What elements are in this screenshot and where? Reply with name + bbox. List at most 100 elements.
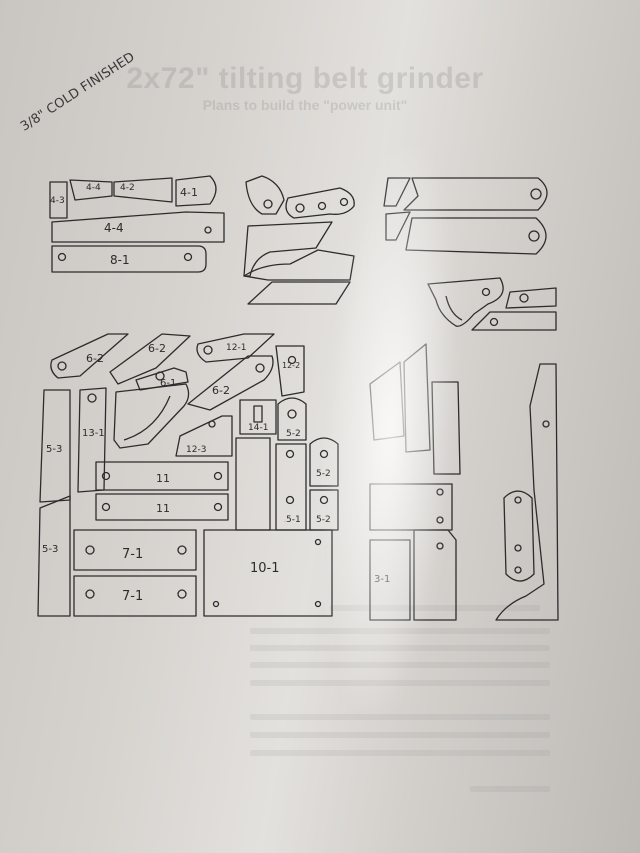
part-outline bbox=[37, 495, 71, 617]
hole bbox=[436, 488, 444, 496]
hole bbox=[285, 449, 295, 459]
hole bbox=[489, 317, 499, 327]
part-label: 4-1 bbox=[180, 186, 198, 199]
hole bbox=[528, 230, 540, 242]
part-outline bbox=[277, 397, 307, 441]
hole bbox=[436, 516, 444, 524]
faded-text-line bbox=[250, 750, 550, 756]
part-outline bbox=[253, 405, 263, 423]
part-label: 10-1 bbox=[250, 561, 280, 576]
hole bbox=[287, 355, 297, 365]
hole bbox=[519, 293, 529, 303]
hole bbox=[177, 545, 187, 555]
hole bbox=[514, 496, 522, 504]
part-label: 13-1 bbox=[82, 428, 105, 439]
part-label: 5-1 bbox=[286, 515, 301, 525]
hole bbox=[263, 199, 273, 209]
part-label: 12-2 bbox=[282, 361, 300, 370]
part-outline bbox=[405, 217, 547, 255]
hole bbox=[101, 502, 111, 512]
part-group-top-left bbox=[49, 175, 225, 273]
part-outline bbox=[113, 383, 190, 449]
hole bbox=[339, 197, 349, 207]
part-label: 5-2 bbox=[316, 469, 331, 479]
part-label: 4-2 bbox=[120, 183, 135, 193]
part-label: 5-2 bbox=[316, 515, 331, 525]
part-outline bbox=[385, 211, 411, 241]
hole bbox=[85, 545, 95, 555]
part-outline bbox=[50, 333, 129, 379]
part-outline bbox=[51, 245, 207, 273]
part-outline bbox=[69, 179, 113, 201]
part-outline bbox=[51, 211, 225, 243]
hole bbox=[155, 371, 165, 381]
part-label: 11 bbox=[156, 502, 170, 515]
part-outline bbox=[239, 399, 277, 435]
part-outline bbox=[505, 287, 557, 309]
part-outline bbox=[403, 177, 548, 211]
part-group-top-right bbox=[383, 177, 557, 331]
part-outline bbox=[95, 461, 229, 491]
hole bbox=[319, 449, 329, 459]
part-outline bbox=[113, 177, 173, 203]
part-label: 4-4 bbox=[86, 183, 101, 193]
part-outline bbox=[383, 177, 411, 207]
part-label: 6-1 bbox=[160, 378, 176, 389]
part-label: 5-1 bbox=[284, 521, 286, 523]
hole bbox=[287, 409, 297, 419]
hole bbox=[213, 471, 223, 481]
hole bbox=[436, 542, 444, 550]
part-label: 6-2 bbox=[86, 352, 104, 365]
hole bbox=[314, 600, 322, 608]
hole bbox=[203, 345, 213, 355]
part-label: 8-1 bbox=[110, 253, 130, 267]
hole bbox=[208, 420, 216, 428]
hole bbox=[204, 226, 212, 234]
part-label: 6-2 bbox=[148, 342, 166, 355]
part-label: 12-1 bbox=[226, 343, 246, 353]
part-outline bbox=[503, 490, 535, 582]
part-outline bbox=[95, 493, 229, 521]
hole bbox=[57, 252, 67, 262]
part-outline bbox=[175, 175, 217, 207]
hole bbox=[57, 361, 67, 371]
hole bbox=[87, 393, 97, 403]
hole bbox=[514, 566, 522, 574]
hole bbox=[295, 203, 305, 213]
part-outline bbox=[245, 175, 285, 215]
part-outline bbox=[495, 363, 559, 621]
hole bbox=[177, 589, 187, 599]
part-label: 3-1 bbox=[374, 574, 390, 585]
hole bbox=[317, 201, 327, 211]
part-label: 5-3 bbox=[46, 444, 62, 455]
part-group-right-middle bbox=[369, 343, 559, 621]
part-label: 12-3 bbox=[186, 445, 206, 455]
hole bbox=[314, 538, 322, 546]
part-outline bbox=[73, 529, 197, 571]
hole bbox=[85, 589, 95, 599]
part-outline bbox=[109, 333, 191, 385]
part-outline bbox=[196, 333, 275, 363]
faded-text-line bbox=[250, 732, 550, 738]
part-outline bbox=[247, 281, 351, 305]
part-label: 6-2 bbox=[212, 384, 230, 397]
hole bbox=[183, 252, 193, 262]
hole bbox=[530, 188, 542, 200]
part-outline bbox=[403, 343, 431, 453]
part-outline bbox=[235, 437, 271, 531]
hole bbox=[212, 600, 220, 608]
part-label: 4-4 bbox=[104, 221, 124, 235]
part-label: 11 bbox=[156, 472, 170, 485]
part-outline bbox=[73, 575, 197, 617]
part-label: 4-3 bbox=[50, 196, 65, 206]
part-outline bbox=[175, 415, 233, 457]
part-group-top-middle bbox=[243, 175, 355, 305]
hole bbox=[542, 420, 550, 428]
part-label: 5-2 bbox=[286, 429, 301, 439]
part-label: 7-1 bbox=[122, 547, 143, 562]
part-outline bbox=[187, 355, 274, 411]
hole bbox=[319, 495, 329, 505]
part-label: 5-3 bbox=[42, 544, 58, 555]
document-title: 2x72" tilting belt grinder bbox=[126, 62, 484, 95]
